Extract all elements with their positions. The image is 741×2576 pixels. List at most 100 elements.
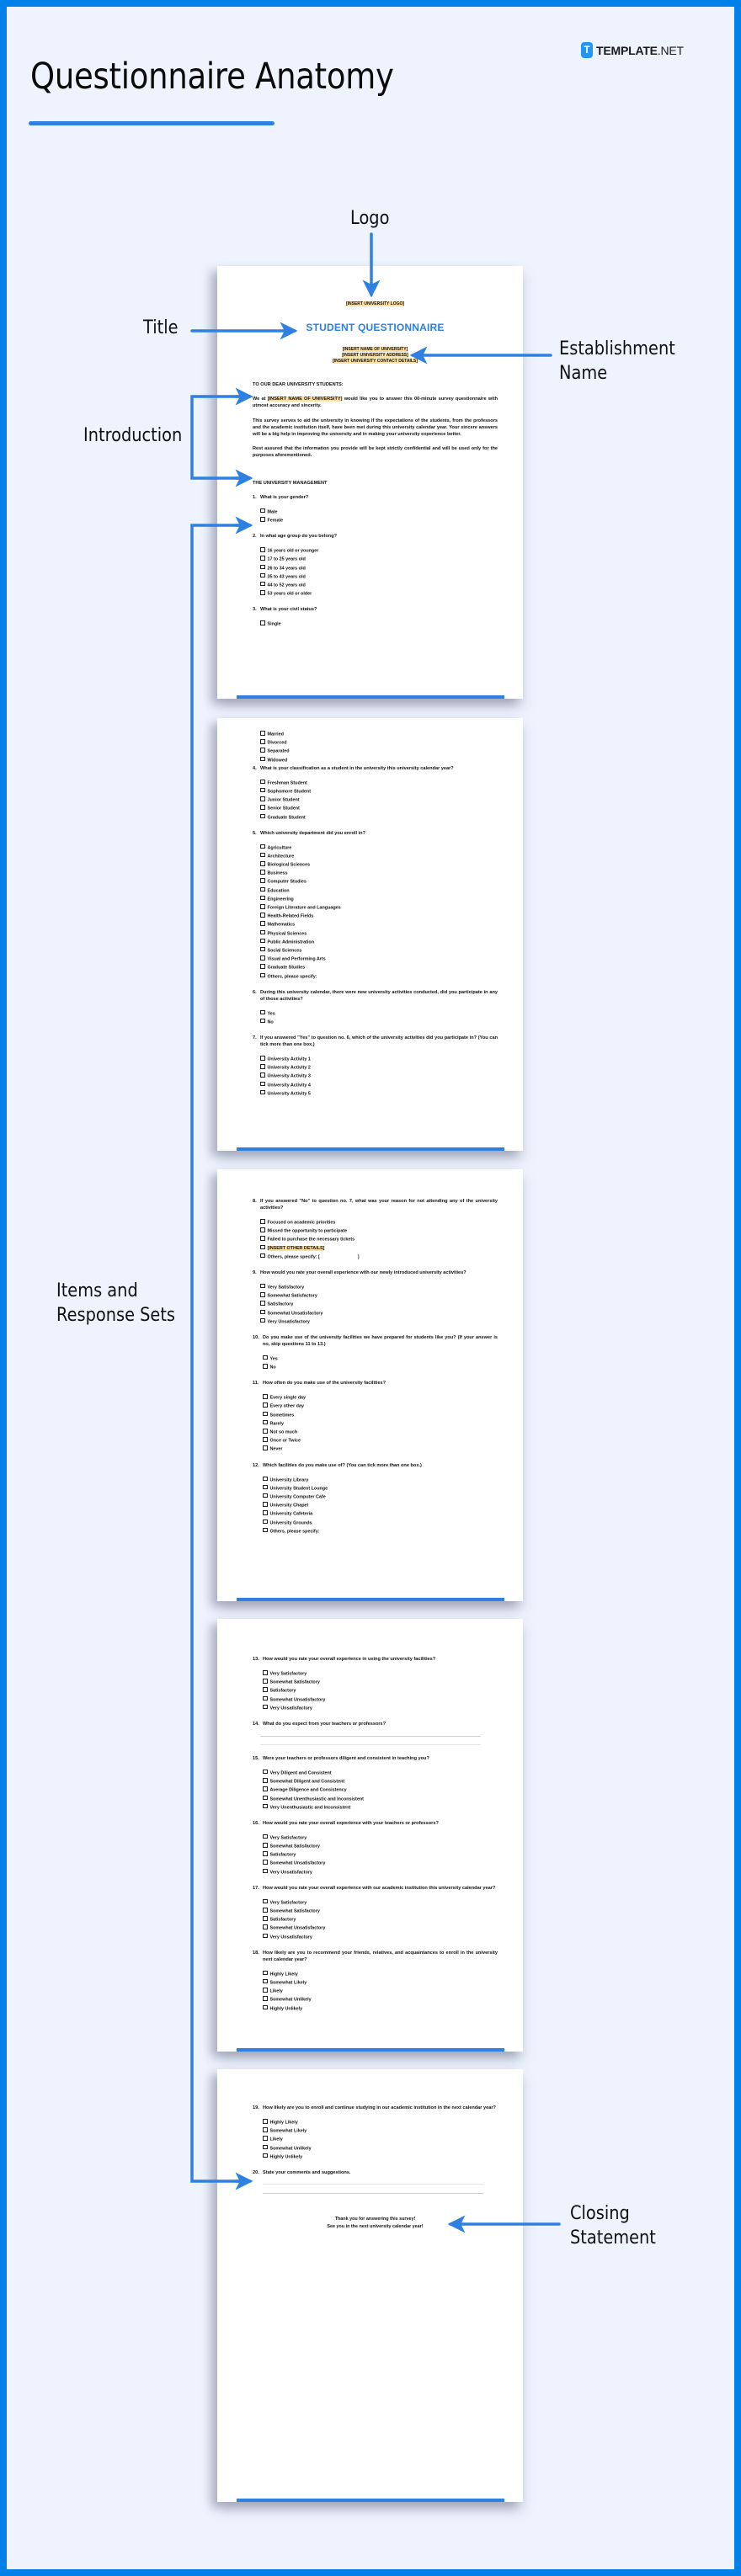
checkbox-option[interactable]: Somewhat Unsatisfactory bbox=[263, 1860, 498, 1868]
checkbox-option[interactable]: Very Satisfactory bbox=[263, 1899, 498, 1908]
checkbox-option[interactable]: Likely bbox=[263, 2136, 498, 2144]
checkbox-option[interactable]: Male bbox=[260, 508, 498, 517]
checkbox-option[interactable]: 16 years old or younger bbox=[260, 547, 498, 556]
checkbox-option[interactable]: University Activity 5 bbox=[260, 1090, 498, 1099]
checkbox-option[interactable]: Married bbox=[260, 731, 498, 739]
checkbox-option[interactable]: Likely bbox=[263, 1988, 498, 1996]
checkbox-option[interactable]: University Chapel bbox=[263, 1502, 498, 1510]
checkbox-option[interactable]: Somewhat Satisfactory bbox=[263, 1679, 498, 1687]
checkbox-option[interactable]: 53 years old or older bbox=[260, 590, 498, 599]
checkbox-option[interactable]: Mathematics bbox=[260, 921, 498, 929]
checkbox-option[interactable]: No bbox=[263, 1364, 498, 1372]
checkbox-option[interactable]: Every single day bbox=[263, 1394, 498, 1402]
checkbox-option[interactable]: Very Satisfactory bbox=[263, 1834, 498, 1843]
checkbox-option[interactable]: Divorced bbox=[260, 739, 498, 748]
checkbox-option[interactable]: University Activity 1 bbox=[260, 1056, 498, 1064]
checkbox-option[interactable]: Every other day bbox=[263, 1402, 498, 1411]
checkbox-option[interactable]: Education bbox=[260, 887, 498, 896]
checkbox-option[interactable]: Graduate Student bbox=[260, 814, 498, 822]
checkbox-option[interactable]: Foreign Literature and Languages bbox=[260, 904, 498, 913]
checkbox-option[interactable]: Sophomore Student bbox=[260, 788, 498, 796]
checkbox-option[interactable]: University Grounds bbox=[263, 1520, 498, 1528]
checkbox-option[interactable]: University Cafeteria bbox=[263, 1510, 498, 1519]
checkbox-option[interactable]: Others, please specify: [ ] bbox=[260, 1253, 498, 1262]
checkbox-option[interactable]: Satisfactory bbox=[260, 1301, 498, 1309]
checkbox-option[interactable]: Very Satisfactory bbox=[263, 1670, 498, 1679]
checkbox-option[interactable]: Highly Unlikely bbox=[263, 2153, 498, 2162]
answer-line[interactable] bbox=[263, 2192, 483, 2194]
checkbox-option[interactable]: University Activity 2 bbox=[260, 1064, 498, 1072]
checkbox-option[interactable]: Highly Likely bbox=[263, 1971, 498, 1979]
checkbox-option[interactable]: Biological Sciences bbox=[260, 861, 498, 870]
checkbox-option[interactable]: Satisfactory bbox=[263, 1851, 498, 1860]
checkbox-option[interactable]: Architecture bbox=[260, 853, 498, 861]
checkbox-option[interactable]: Sometimes bbox=[263, 1412, 498, 1420]
checkbox-option[interactable]: No bbox=[260, 1019, 498, 1027]
checkbox-option[interactable]: Others, please specify: bbox=[260, 973, 498, 982]
checkbox-option[interactable]: Graduate Studies bbox=[260, 964, 498, 972]
checkbox-option[interactable]: Rarely bbox=[263, 1420, 498, 1429]
checkbox-option[interactable]: Focused on academic priorities bbox=[260, 1219, 498, 1227]
checkbox-option[interactable]: Very Satisfactory bbox=[260, 1284, 498, 1292]
checkbox-option[interactable]: Somewhat Likely bbox=[263, 2127, 498, 2136]
checkbox-option[interactable]: 44 to 52 years old bbox=[260, 582, 498, 590]
answer-line[interactable] bbox=[260, 1735, 481, 1737]
checkbox-option[interactable]: Average Diligence and Consistency bbox=[263, 1786, 498, 1795]
checkbox-option[interactable]: Computer Studies bbox=[260, 878, 498, 886]
checkbox-option[interactable]: Missed the opportunity to participate bbox=[260, 1227, 498, 1236]
checkbox-option[interactable]: Yes bbox=[263, 1355, 498, 1364]
checkbox-option-highlighted[interactable]: [INSERT OTHER DETAILS] bbox=[260, 1245, 498, 1253]
checkbox-option[interactable]: Somewhat Diligent and Consistent bbox=[263, 1778, 498, 1786]
checkbox-option[interactable]: Very Diligent and Consistent bbox=[263, 1770, 498, 1778]
checkbox-option[interactable]: Visual and Performing Arts bbox=[260, 955, 498, 964]
checkbox-option[interactable]: Somewhat Unlikely bbox=[263, 1996, 498, 2004]
checkbox-option[interactable]: Never bbox=[263, 1445, 498, 1454]
checkbox-option[interactable]: Others, please specify: bbox=[263, 1528, 498, 1536]
checkbox-option[interactable]: Separated bbox=[260, 748, 498, 756]
checkbox-option[interactable]: Satisfactory bbox=[263, 1687, 498, 1695]
checkbox-option[interactable]: Somewhat Unlikely bbox=[263, 2145, 498, 2153]
checkbox-option[interactable]: Single bbox=[260, 620, 498, 629]
checkbox-option[interactable]: Junior Student bbox=[260, 796, 498, 805]
checkbox-option[interactable]: Health-Related Fields bbox=[260, 913, 498, 921]
checkbox-option[interactable]: University Computer Cafe bbox=[263, 1493, 498, 1502]
checkbox-option[interactable]: Not so much bbox=[263, 1429, 498, 1437]
checkbox-option[interactable]: Public Administration bbox=[260, 939, 498, 947]
checkbox-option[interactable]: Engineering bbox=[260, 896, 498, 904]
checkbox-option[interactable]: 17 to 25 years old bbox=[260, 556, 498, 564]
checkbox-option[interactable]: Satisfactory bbox=[263, 1916, 498, 1924]
checkbox-option[interactable]: 35 to 43 years old bbox=[260, 573, 498, 582]
checkbox-option[interactable]: Yes bbox=[260, 1010, 498, 1019]
checkbox-option[interactable]: Somewhat Likely bbox=[263, 1979, 498, 1988]
checkbox-option[interactable]: Somewhat Satisfactory bbox=[263, 1843, 498, 1851]
checkbox-option[interactable]: Very Unsatisfactory bbox=[260, 1318, 498, 1327]
checkbox-option[interactable]: Female bbox=[260, 517, 498, 525]
checkbox-option[interactable]: Very Unenthusiastic and Inconsistent bbox=[263, 1804, 498, 1812]
checkbox-option[interactable]: Somewhat Unenthusiastic and Inconsistent bbox=[263, 1796, 498, 1804]
checkbox-option[interactable]: Very Unsatisfactory bbox=[263, 1934, 498, 1942]
checkbox-option[interactable]: University Activity 3 bbox=[260, 1072, 498, 1081]
checkbox-option[interactable]: 26 to 34 years old bbox=[260, 565, 498, 573]
checkbox-option[interactable]: University Activity 4 bbox=[260, 1082, 498, 1090]
checkbox-option[interactable]: Social Sciences bbox=[260, 947, 498, 955]
checkbox-option[interactable]: Somewhat Unsatisfactory bbox=[263, 1696, 498, 1705]
answer-line[interactable] bbox=[260, 1743, 481, 1745]
checkbox-option[interactable]: Somewhat Satisfactory bbox=[260, 1292, 498, 1301]
checkbox-option[interactable]: Very Unsatisfactory bbox=[263, 1869, 498, 1877]
checkbox-option[interactable]: Widowed bbox=[260, 757, 498, 765]
checkbox-option[interactable]: Physical Sciences bbox=[260, 930, 498, 939]
checkbox-option[interactable]: Highly Likely bbox=[263, 2119, 498, 2127]
checkbox-option[interactable]: Somewhat Unsatisfactory bbox=[263, 1924, 498, 1933]
checkbox-option[interactable]: Somewhat Unsatisfactory bbox=[260, 1310, 498, 1318]
checkbox-option[interactable]: Highly Unlikely bbox=[263, 2005, 498, 2014]
answer-line[interactable] bbox=[263, 2183, 483, 2185]
checkbox-option[interactable]: Once or Twice bbox=[263, 1437, 498, 1445]
checkbox-option[interactable]: Very Unsatisfactory bbox=[263, 1705, 498, 1713]
checkbox-option[interactable]: Somewhat Satisfactory bbox=[263, 1908, 498, 1916]
checkbox-option[interactable]: University Student Lounge bbox=[263, 1485, 498, 1493]
checkbox-option[interactable]: Agriculture bbox=[260, 844, 498, 853]
checkbox-option[interactable]: Failed to purchase the necessary tickets bbox=[260, 1236, 498, 1244]
checkbox-option[interactable]: Senior Student bbox=[260, 805, 498, 813]
checkbox-option[interactable]: Business bbox=[260, 870, 498, 878]
checkbox-option[interactable]: Freshman Student bbox=[260, 780, 498, 788]
